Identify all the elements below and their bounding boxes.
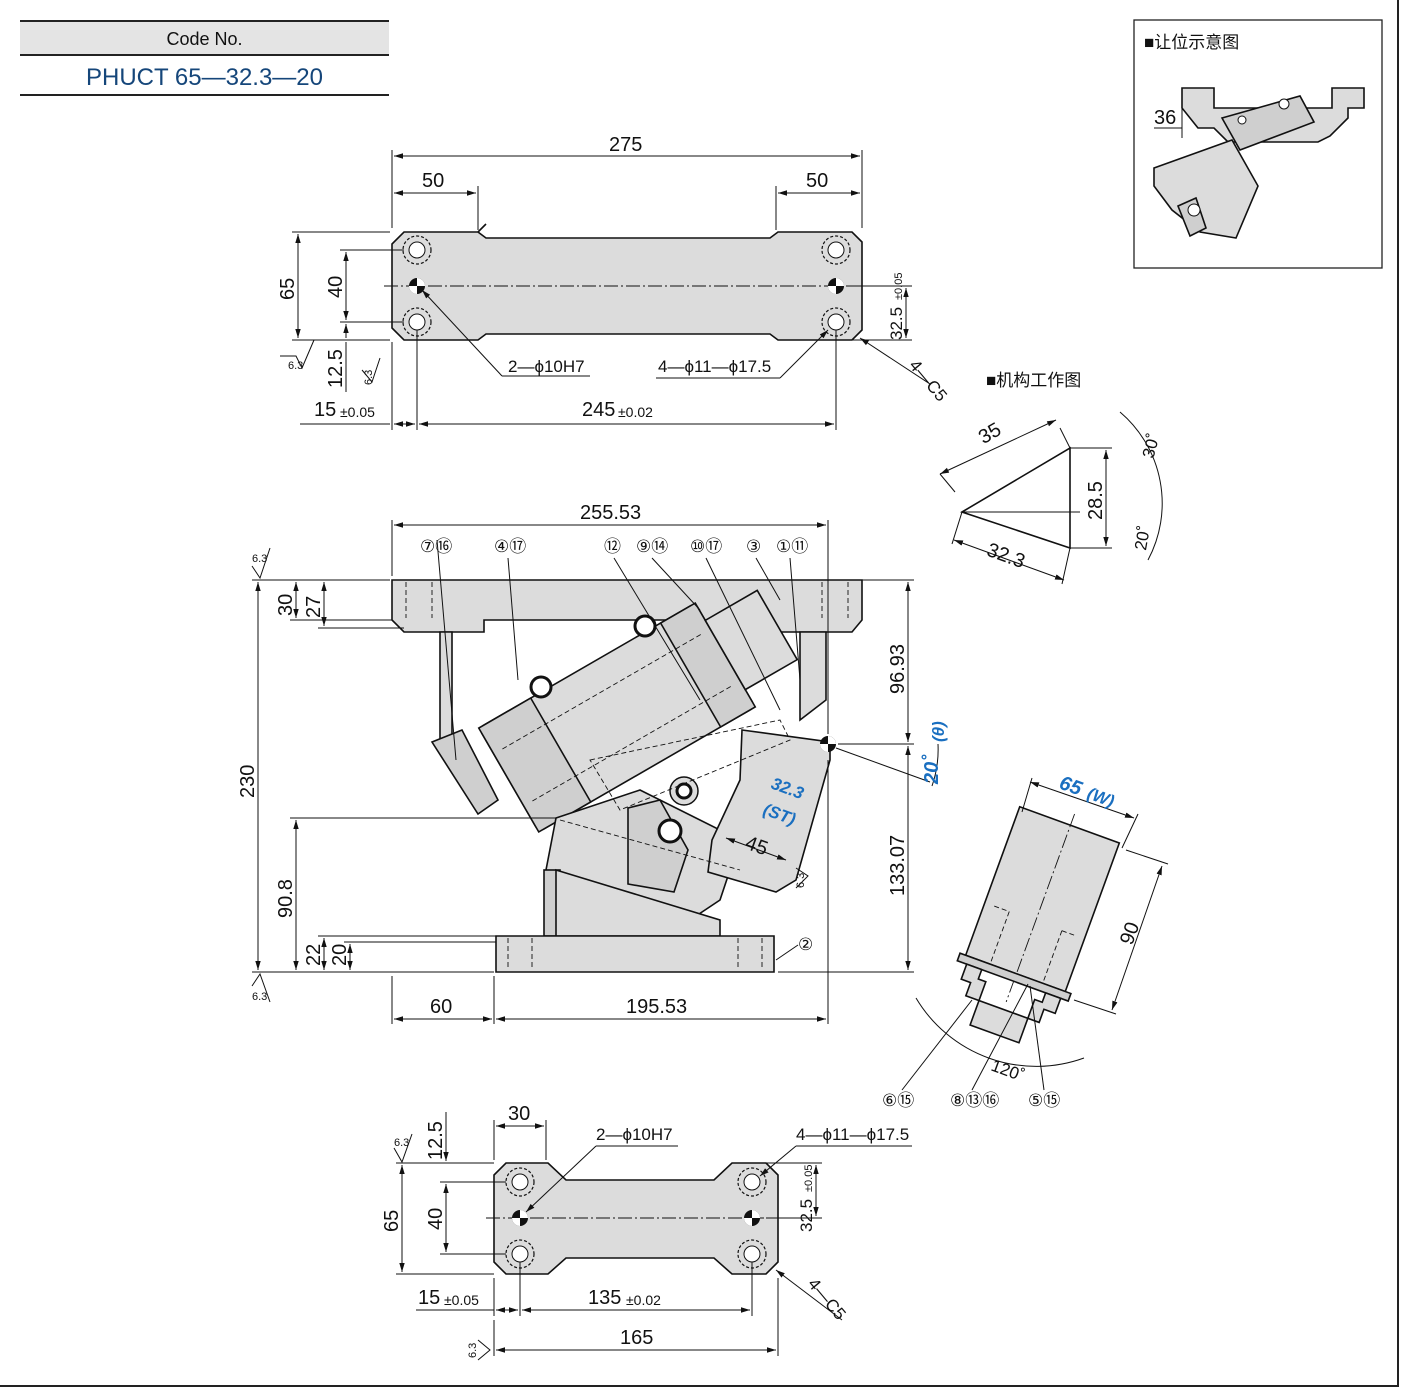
front-dim-133-07: 133.07 — [887, 835, 909, 896]
front-dim-96-93: 96.93 — [887, 644, 909, 694]
mechanism-diagram: ■机构工作图 35 28.5 32.3 30˚ 20˚ — [939, 371, 1164, 585]
callout-3: ③ — [746, 537, 761, 556]
top-dim-32-5-tol: ±0.05 — [893, 273, 905, 300]
bottom-dim-32-5-tol: ±0.05 — [803, 1165, 815, 1192]
bottom-view: 30 12.5 65 40 32.5 ±0.05 2—ϕ10H7 4—ϕ11—ϕ… — [381, 1103, 912, 1361]
inset-dim-36: 36 — [1154, 107, 1176, 129]
callout-6-15: ⑥⑮ — [882, 1091, 914, 1110]
bottom-pin-hole-callout: 2—ϕ10H7 — [596, 1125, 673, 1144]
bottom-dim-15: 15 — [418, 1287, 440, 1309]
top-dim-50-right: 50 — [806, 170, 828, 192]
callout-4-17: ④⑰ — [494, 537, 526, 556]
top-pin-holes — [409, 278, 844, 294]
callout-12: ⑫ — [604, 537, 621, 556]
bottom-dim-30: 30 — [508, 1103, 530, 1125]
top-chamfer-callout: 4—C5 — [905, 356, 951, 405]
callout-2: ② — [798, 935, 813, 954]
top-dim-32-5: 32.5 — [887, 307, 906, 340]
bottom-chamfer-callout: 4—C5 — [804, 1274, 850, 1323]
top-view: 275 50 50 65 40 12.5 32.5 ±0.05 2—ϕ10H7 … — [277, 134, 951, 430]
bottom-dim-135-tol: ±0.02 — [626, 1292, 661, 1308]
front-roughness-1: 6.3 — [252, 553, 267, 565]
mech-dim-28-5: 28.5 — [1085, 481, 1107, 520]
callout-8-13-16: ⑧⑬⑯ — [950, 1091, 999, 1110]
front-dim-195-53: 195.53 — [626, 996, 687, 1018]
front-dim-27: 27 — [303, 596, 325, 618]
top-dim-275: 275 — [609, 134, 642, 156]
top-dim-40: 40 — [325, 276, 347, 298]
callout-9-14: ⑨⑭ — [636, 537, 668, 556]
front-angle-20: 20˚ — [920, 754, 943, 785]
front-dim-90-8: 90.8 — [275, 879, 297, 918]
top-pin-hole-callout: 2—ϕ10H7 — [508, 357, 585, 376]
top-dim-12-5: 12.5 — [325, 349, 347, 388]
front-dim-22: 22 — [303, 944, 325, 966]
bottom-roughness-1: 6.3 — [394, 1137, 409, 1149]
top-bolt-hole-callout: 4—ϕ11—ϕ17.5 — [658, 357, 771, 376]
callout-10-17: ⑩⑰ — [690, 537, 722, 556]
side-dim-65: 65 — [1056, 772, 1085, 801]
code-label: Code No. — [20, 20, 389, 56]
mech-angle-20: 20˚ — [1131, 524, 1154, 552]
top-dim-15: 15 — [314, 399, 336, 421]
top-dim-65: 65 — [277, 278, 299, 300]
code-number-box: Code No. PHUCT 65—32.3—20 — [20, 20, 389, 96]
inset-title: ■让位示意图 — [1144, 33, 1239, 52]
front-dim-230: 230 — [237, 765, 259, 798]
mech-dim-32-3: 32.3 — [984, 539, 1028, 573]
top-dim-50-left: 50 — [422, 170, 444, 192]
top-dim-245-tol: ±0.02 — [618, 404, 653, 420]
bottom-dim-135: 135 — [588, 1287, 621, 1309]
callout-5-15: ⑤⑮ — [1028, 1091, 1060, 1110]
side-angle-120: 120˚ — [989, 1056, 1027, 1085]
bottom-bolt-holes — [505, 1167, 767, 1269]
side-view: 65 (W) 90 120˚ ⑥⑮ ⑧⑬⑯ ⑤⑮ — [882, 772, 1169, 1110]
bottom-bolt-hole-callout: 4—ϕ11—ϕ17.5 — [796, 1125, 909, 1144]
callout-7-16: ⑦⑯ — [420, 537, 452, 556]
callout-1-11: ①⑪ — [776, 537, 808, 556]
mechanism-title: ■机构工作图 — [986, 371, 1081, 390]
top-bolt-holes — [402, 235, 851, 337]
front-dim-20: 20 — [329, 944, 351, 966]
top-roughness-2: 6.3 — [363, 370, 375, 385]
bottom-dim-15-tol: ±0.05 — [444, 1292, 479, 1308]
top-roughness-1: 6.3 — [288, 360, 303, 372]
front-dim-30: 30 — [275, 594, 297, 616]
front-roughness-3: 6.3 — [795, 873, 807, 888]
side-dim-90: 90 — [1116, 919, 1144, 947]
bottom-dim-32-5: 32.5 — [797, 1199, 816, 1232]
bottom-dim-40: 40 — [425, 1208, 447, 1230]
front-view: 255.53 230 30 27 90.8 22 20 60 195.53 96… — [237, 502, 948, 1024]
code-value: PHUCT 65—32.3—20 — [20, 60, 389, 96]
front-dim-255-53: 255.53 — [580, 502, 641, 524]
front-angle-theta: (θ) — [929, 721, 948, 742]
clearance-inset: ■让位示意图 36 — [1133, 19, 1383, 269]
bottom-pin-holes — [512, 1210, 760, 1226]
bottom-roughness-2: 6.3 — [467, 1343, 479, 1358]
mech-angle-30: 30˚ — [1139, 431, 1164, 460]
front-dim-60: 60 — [430, 996, 452, 1018]
bottom-dim-165: 165 — [620, 1327, 653, 1349]
bottom-dim-12-5: 12.5 — [425, 1121, 447, 1160]
bottom-dim-65: 65 — [381, 1210, 403, 1232]
front-roughness-2: 6.3 — [252, 991, 267, 1003]
side-dim-w: (W) — [1085, 784, 1118, 811]
mech-dim-35: 35 — [975, 419, 1005, 449]
top-dim-15-tol: ±0.05 — [340, 404, 375, 420]
top-dim-245: 245 — [582, 399, 615, 421]
